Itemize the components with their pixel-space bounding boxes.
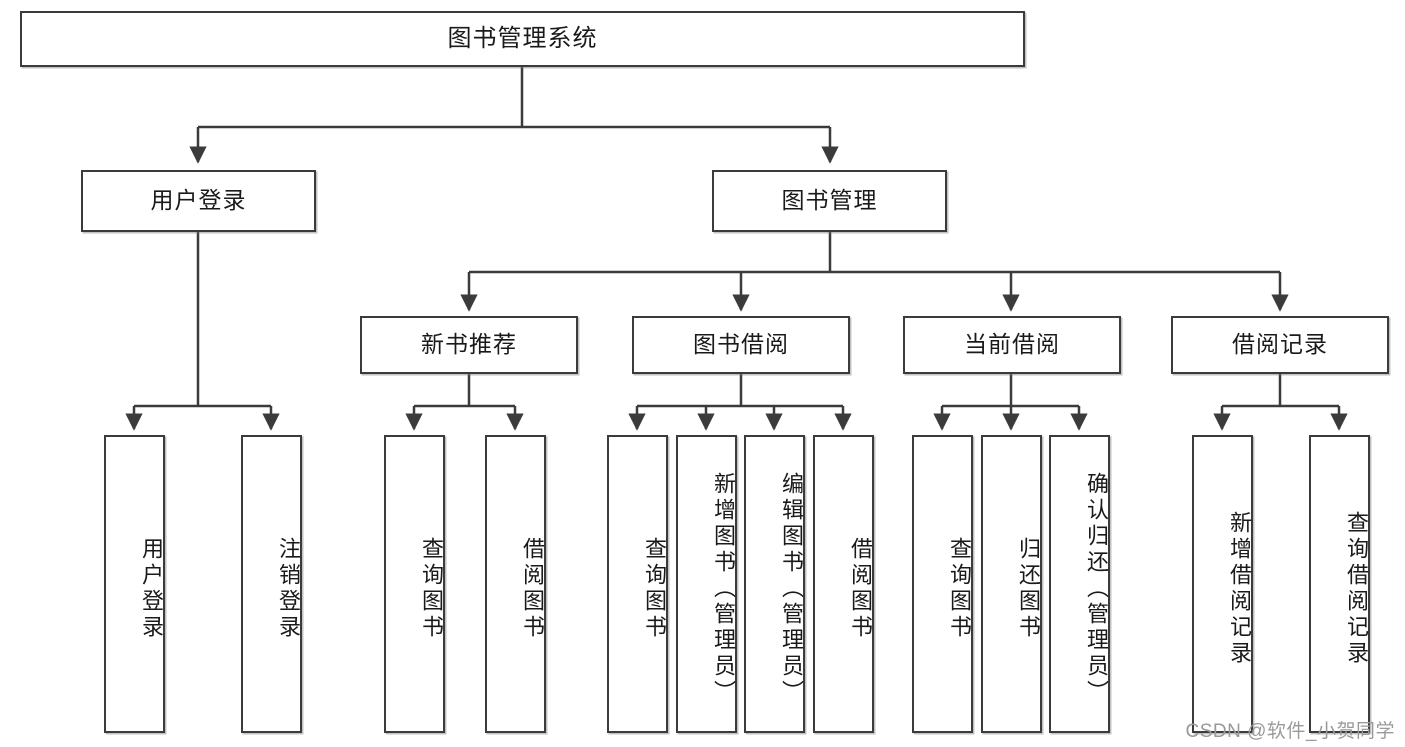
node-label: 借阅图书 (848, 537, 873, 641)
leaf-query-book-1[interactable]: 查询图书 (384, 435, 445, 733)
leaf-query-book-2[interactable]: 查询图书 (607, 435, 668, 733)
node-label: 借阅图书 (520, 537, 545, 641)
leaf-user-login[interactable]: 用户登录 (104, 435, 165, 733)
node-label: 注销登录 (276, 537, 301, 641)
leaf-borrow-book-1[interactable]: 借阅图书 (485, 435, 546, 733)
node-label: 当前借阅 (964, 331, 1060, 358)
node-book-manage[interactable]: 图书管理 (712, 170, 947, 232)
leaf-borrow-book-2[interactable]: 借阅图书 (813, 435, 874, 733)
node-label: 确认归还（管理员） (1084, 472, 1109, 706)
leaf-query-book-3[interactable]: 查询图书 (912, 435, 973, 733)
node-new-book-rec[interactable]: 新书推荐 (360, 316, 578, 374)
node-label: 用户登录 (139, 537, 164, 641)
leaf-confirm-return[interactable]: 确认归还（管理员） (1049, 435, 1110, 733)
node-user-login[interactable]: 用户登录 (81, 170, 316, 232)
node-label: 查询借阅记录 (1344, 511, 1369, 667)
node-book-borrow[interactable]: 图书借阅 (632, 316, 850, 374)
node-label: 查询图书 (642, 537, 667, 641)
node-label: 用户登录 (150, 187, 247, 214)
node-label: 新书推荐 (421, 331, 517, 358)
node-label: 图书管理系统 (447, 24, 598, 52)
node-borrow-record[interactable]: 借阅记录 (1171, 316, 1389, 374)
node-current-borrow[interactable]: 当前借阅 (903, 316, 1121, 374)
node-label: 新增图书（管理员） (711, 472, 736, 706)
node-label: 借阅记录 (1232, 331, 1328, 358)
leaf-add-book[interactable]: 新增图书（管理员） (676, 435, 737, 733)
leaf-add-record[interactable]: 新增借阅记录 (1192, 435, 1253, 733)
csdn-watermark: CSDN @软件_小贺同学 (1185, 721, 1395, 742)
node-label: 查询图书 (947, 537, 972, 641)
node-label: 归还图书 (1016, 537, 1041, 641)
node-root-system[interactable]: 图书管理系统 (20, 11, 1025, 67)
node-label: 新增借阅记录 (1227, 511, 1252, 667)
node-label: 查询图书 (419, 537, 444, 641)
leaf-return-book[interactable]: 归还图书 (981, 435, 1042, 733)
leaf-logout-login[interactable]: 注销登录 (241, 435, 302, 733)
node-label: 编辑图书（管理员） (779, 472, 804, 706)
node-label: 图书管理 (781, 187, 878, 214)
leaf-edit-book[interactable]: 编辑图书（管理员） (744, 435, 805, 733)
leaf-query-record[interactable]: 查询借阅记录 (1309, 435, 1370, 733)
node-label: 图书借阅 (693, 331, 789, 358)
